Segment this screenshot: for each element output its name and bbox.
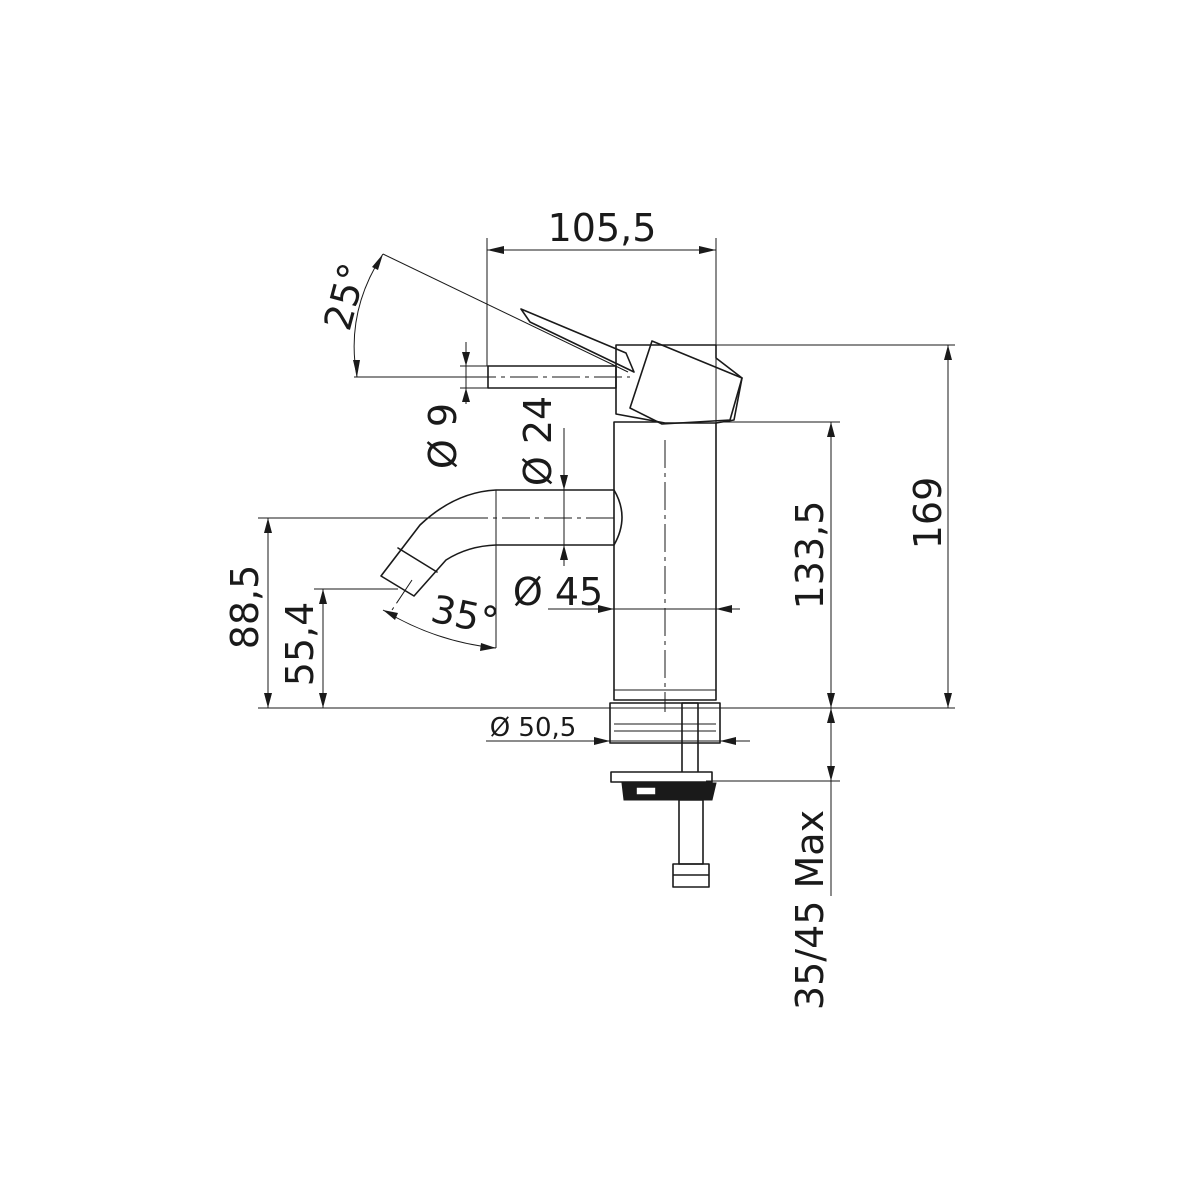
label-body-diameter: Ø 45: [513, 570, 603, 614]
outlet-height-arrow-bottom: [319, 693, 327, 708]
label-base-diameter: Ø 50,5: [490, 713, 577, 743]
dimension-labels: 105,5 25° Ø 9 Ø 24 Ø 45 35° 88,5 55,4 13…: [223, 206, 950, 1010]
spout-dia-arrow-bottom: [560, 545, 568, 560]
spout-aerator-ring: [397, 547, 438, 573]
label-base-height: 133,5: [788, 501, 832, 610]
label-total-height: 169: [906, 477, 950, 550]
base-dia-arrow-right: [720, 737, 736, 745]
width-arrow-left: [487, 246, 504, 254]
total-height-arrow-bottom: [944, 693, 952, 708]
base-height-arrow-bottom: [827, 693, 835, 708]
body-dia-arrow-left: [598, 605, 614, 613]
lever-cartridge: [629, 340, 743, 425]
deck-thickness-arrow-bottom: [827, 766, 835, 781]
spout-height-arrow-top: [264, 518, 272, 533]
label-overall-width: 105,5: [548, 206, 657, 250]
lever-open: [520, 308, 635, 373]
spout-outlet-axis: [391, 579, 413, 611]
total-height-arrow-top: [944, 345, 952, 360]
label-outlet-height: 55,4: [278, 602, 322, 687]
lever-dia-arrow-bottom: [462, 388, 470, 402]
base-dia-arrow-left: [594, 737, 610, 745]
lever-angle-arrow-bottom: [353, 360, 360, 377]
outlet-height-arrow-top: [319, 589, 327, 604]
lever-dia-arrow-top: [462, 352, 470, 366]
lever-open-axis: [382, 253, 629, 373]
body-dia-arrow-right: [716, 605, 732, 613]
width-arrow-right: [699, 246, 716, 254]
dimension-lines: [258, 238, 955, 896]
spout-angle-arrow-right: [480, 643, 496, 651]
label-deck-thickness: 35/45 Max: [788, 810, 832, 1010]
label-spout-diameter: Ø 24: [516, 396, 560, 486]
deck-thickness-arrow-top: [827, 708, 835, 723]
base-flange: [609, 702, 721, 744]
spout-dia-arrow-top: [560, 475, 568, 490]
label-spout-height: 88,5: [223, 565, 267, 650]
spout: [380, 489, 623, 597]
lever-angle-arrow-top: [372, 254, 383, 270]
label-lever-diameter: Ø 9: [421, 403, 465, 469]
spout-angle-arrow-left: [383, 610, 398, 620]
mounting-nut-window: [635, 786, 657, 796]
faucet-body: [380, 253, 743, 888]
hose-connector: [672, 863, 710, 888]
spout-height-arrow-bottom: [264, 693, 272, 708]
threaded-rod: [678, 799, 704, 865]
base-height-arrow-top: [827, 422, 835, 437]
label-lever-angle: 25°: [315, 258, 375, 334]
mounting-washer: [610, 771, 713, 783]
